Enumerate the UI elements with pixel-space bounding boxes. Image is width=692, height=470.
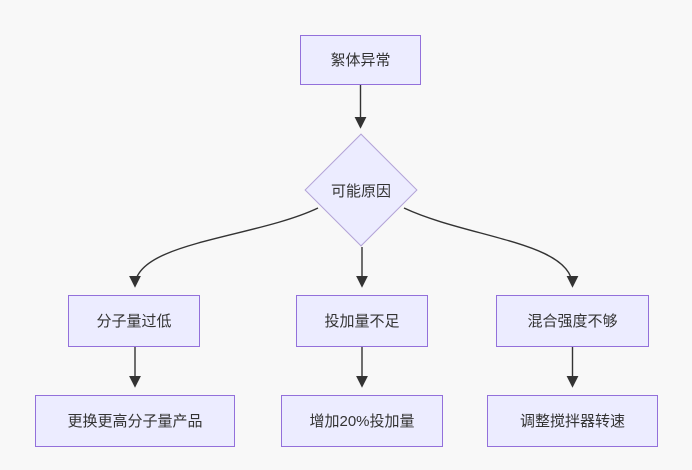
edge-decision-cause3 [403, 207, 579, 288]
node-floc-abnormality: 絮体异常 [300, 35, 421, 85]
node-increase-dosage-20-percent: 增加20%投加量 [281, 395, 443, 447]
node-label: 可能原因 [330, 182, 391, 200]
node-possible-causes: 可能原因 [304, 133, 418, 247]
node-low-molecular-weight: 分子量过低 [68, 295, 200, 347]
node-label: 调整搅拌器转速 [519, 412, 625, 430]
node-label: 增加20%投加量 [309, 412, 415, 430]
node-label: 投加量不足 [324, 312, 400, 330]
node-adjust-agitator-speed: 调整搅拌器转速 [487, 395, 658, 447]
node-label: 絮体异常 [330, 51, 391, 69]
node-insufficient-mixing-strength: 混合强度不够 [496, 295, 649, 347]
node-replace-higher-mw-product: 更换更高分子量产品 [35, 395, 235, 447]
edge-decision-cause1 [129, 207, 319, 288]
node-insufficient-dosage: 投加量不足 [296, 295, 428, 347]
node-label: 更换更高分子量产品 [67, 412, 203, 430]
node-label: 分子量过低 [96, 312, 172, 330]
node-label: 混合强度不够 [527, 312, 618, 330]
